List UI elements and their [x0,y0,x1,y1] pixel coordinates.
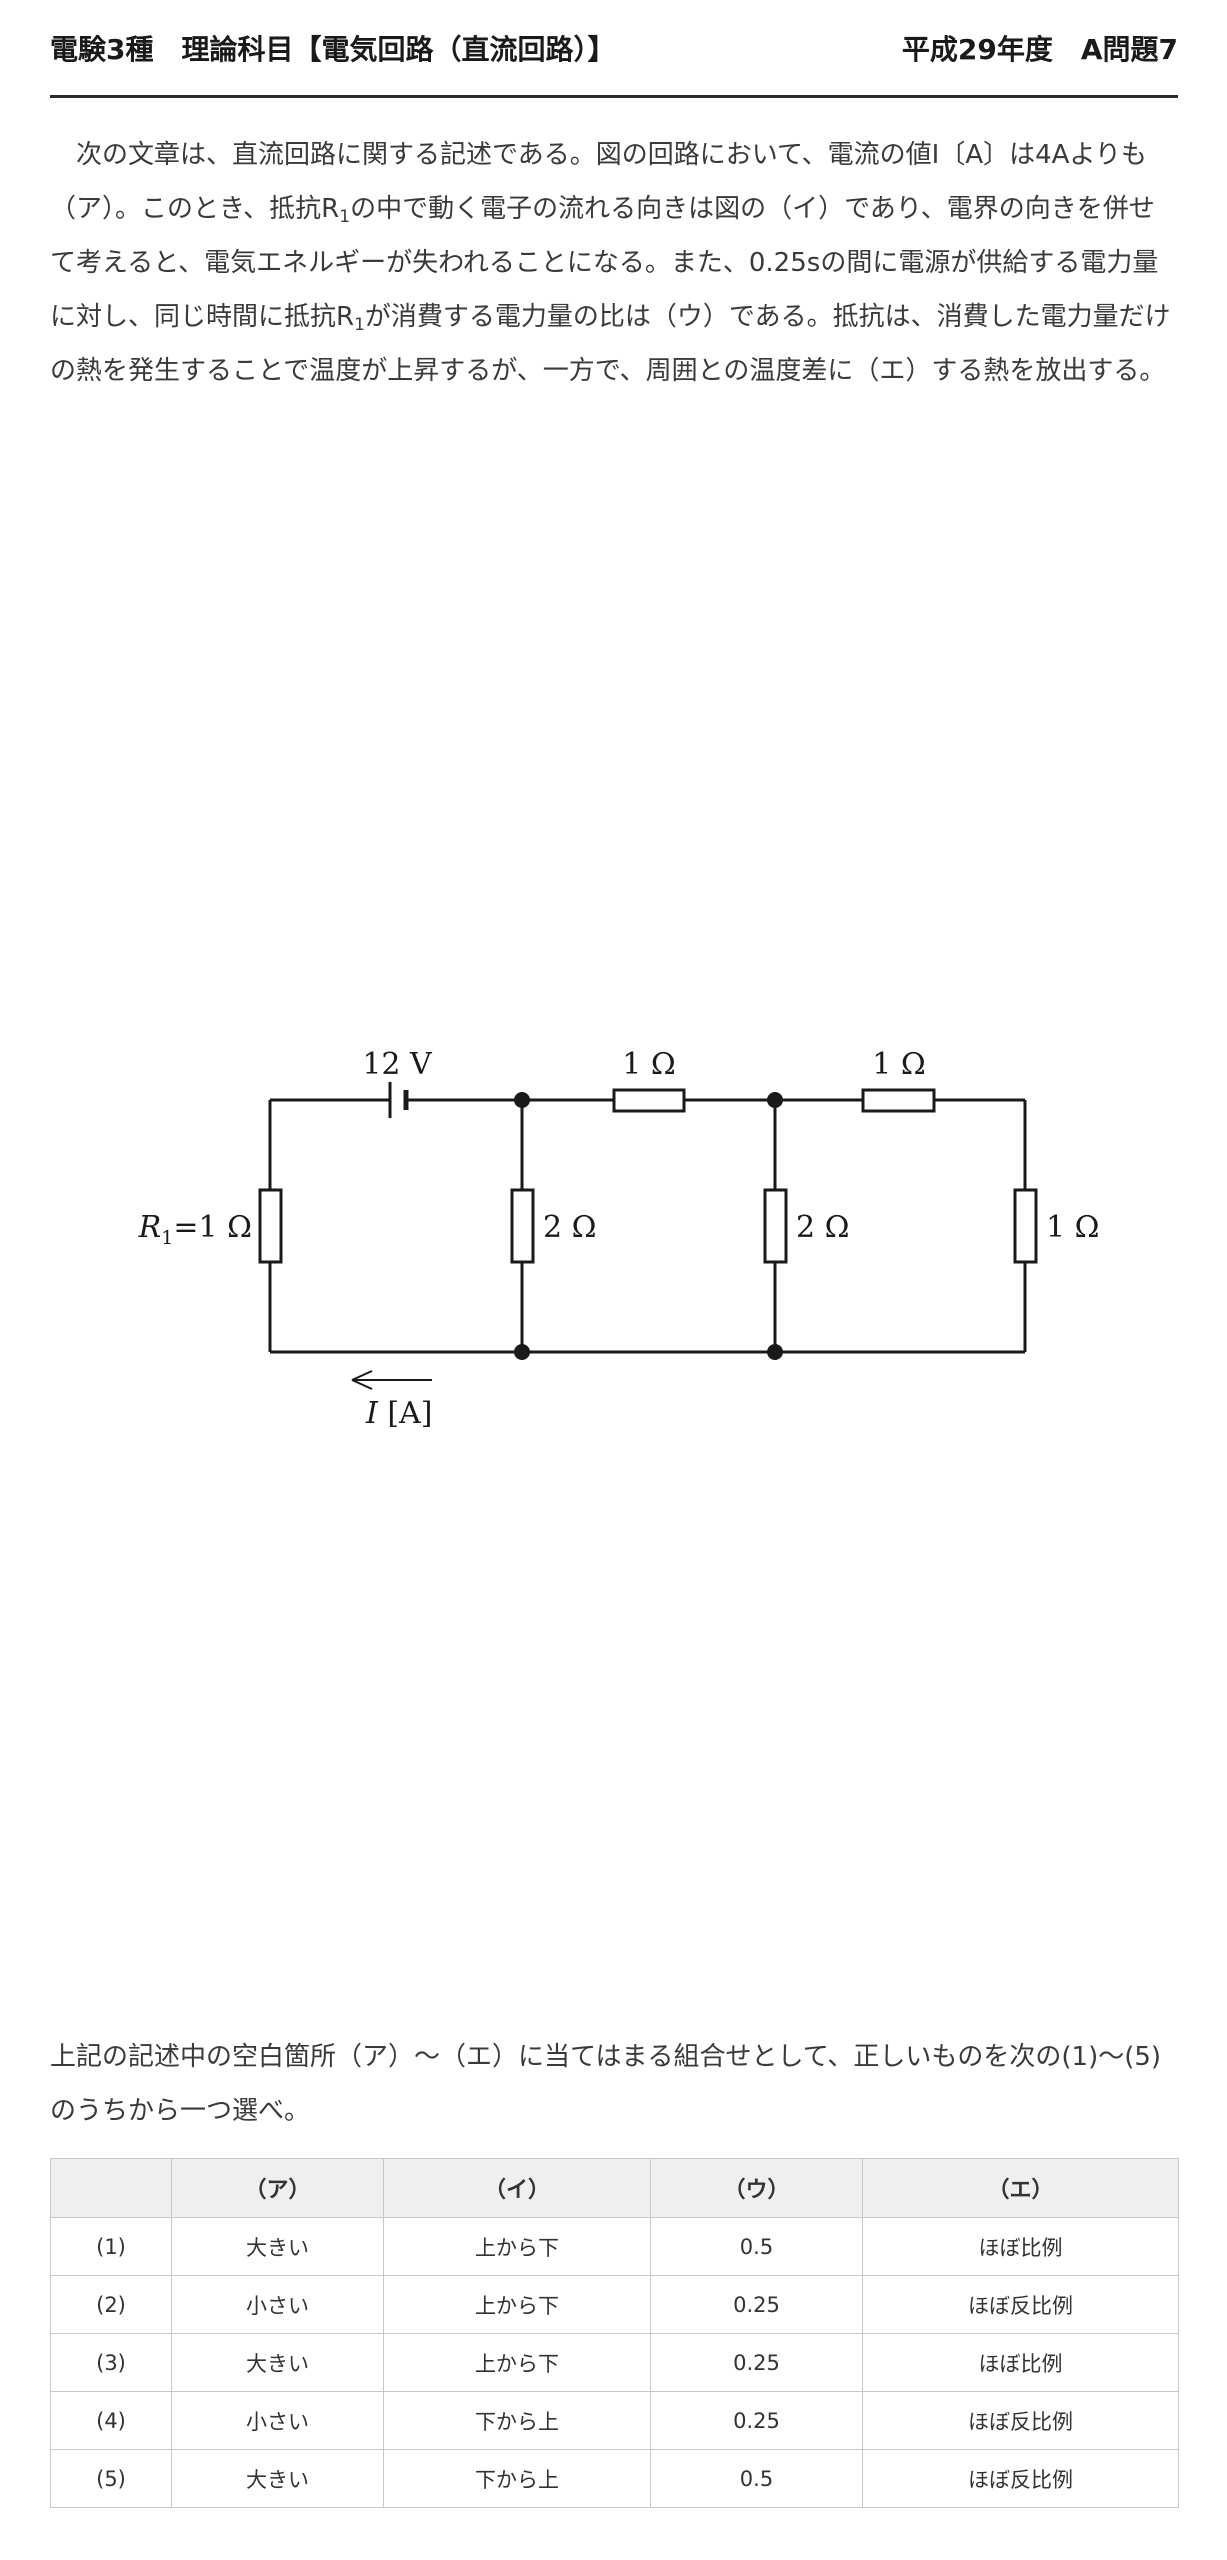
table-cell: 小さい [171,2391,384,2450]
resistor-mid-2 [763,1188,788,1264]
table-row: (5) 大きい 下から上 0.5 ほぼ反比例 [50,2449,1179,2508]
table-cell: 上から下 [383,2217,651,2276]
table-row: (2) 小さい 上から下 0.25 ほぼ反比例 [50,2275,1179,2334]
table-cell: 小さい [171,2275,384,2334]
table-cell: (5) [50,2449,172,2508]
junction-bottom-2 [767,1344,783,1360]
r1-symbol: R [138,1210,162,1245]
junction-bottom-1 [514,1344,530,1360]
passage-subscript-1: 1 [339,207,351,227]
resistor-top-1-label: 1 Ω [622,1047,676,1082]
table-cell: 下から上 [383,2449,651,2508]
table-cell: (2) [50,2275,172,2334]
table-cell: ほぼ比例 [862,2217,1179,2276]
table-cell: 大きい [171,2333,384,2392]
resistor-right [1013,1188,1038,1264]
passage-subscript-2: 1 [354,315,365,335]
current-symbol: I [365,1396,379,1431]
table-header-cell: （ア） [171,2158,384,2218]
resistor-top-2-label: 1 Ω [872,1047,926,1082]
junction-top-2 [767,1092,783,1108]
resistor-r1 [258,1188,283,1264]
table-cell: (4) [50,2391,172,2450]
page-title: 電験3種 理論科目【電気回路（直流回路）】 [50,32,616,66]
source-label: 12 V [362,1047,433,1082]
table-cell: 上から下 [383,2333,651,2392]
r1-value: =1 Ω [173,1210,252,1245]
table-cell: 0.25 [650,2391,863,2450]
passage-text-1: 次の文章は、直流回路に関する記述である。図の回路において、電流の値I〔A〕は4A… [50,140,1147,224]
r1-subscript: 1 [161,1227,173,1249]
table-cell: 0.25 [650,2333,863,2392]
table-cell: 0.5 [650,2449,863,2508]
page-header: 電験3種 理論科目【電気回路（直流回路）】 平成29年度 A問題7 [50,0,1178,98]
table-cell: 下から上 [383,2391,651,2450]
table-cell: ほぼ比例 [862,2333,1179,2392]
table-cell: 上から下 [383,2275,651,2334]
answer-table: （ア） （イ） （ウ） （エ） (1) 大きい 上から下 0.5 ほぼ比例 (2… [50,2158,1179,2508]
resistor-top-1 [612,1088,686,1113]
table-cell: ほぼ反比例 [862,2275,1179,2334]
passage-text-2: の中で動く電子の流れる向きは図の（イ）であり、電界の向きを併せて考えると、電気エ… [50,194,1159,332]
problem-passage: 次の文章は、直流回路に関する記述である。図の回路において、電流の値I〔A〕は4A… [50,128,1178,398]
resistor-r1-label: R1=1 Ω [138,1210,252,1249]
resistor-mid-1 [510,1188,535,1264]
table-cell: 0.5 [650,2217,863,2276]
table-cell: (1) [50,2217,172,2276]
table-header-cell: （ウ） [650,2158,863,2218]
current-label: I [A] [365,1396,432,1431]
table-row: (1) 大きい 上から下 0.5 ほぼ比例 [50,2217,1179,2276]
passage-text-3: が消費する電力量の比は（ウ）である。抵抗は、消費した電力量だけの熱を発生すること… [50,302,1171,386]
table-header-row: （ア） （イ） （ウ） （エ） [50,2158,1179,2218]
circuit-diagram: 12 V 1 Ω 1 Ω R1=1 Ω 2 Ω 2 Ω 1 Ω I [A] [138,1047,1100,1431]
table-cell: (3) [50,2333,172,2392]
current-arrow-head [351,1370,373,1390]
table-cell: 0.25 [650,2275,863,2334]
question-text: 上記の記述中の空白箇所（ア）〜（エ）に当てはまる組合せとして、正しいものを次の(… [50,2042,1162,2126]
table-row: (3) 大きい 上から下 0.25 ほぼ比例 [50,2333,1179,2392]
table-header-cell: （エ） [862,2158,1179,2218]
table-cell: 大きい [171,2217,384,2276]
table-row: (4) 小さい 下から上 0.25 ほぼ反比例 [50,2391,1179,2450]
table-cell: ほぼ反比例 [862,2449,1179,2508]
exam-label: 平成29年度 A問題7 [901,32,1178,66]
junction-top-1 [514,1092,530,1108]
table-header-cell: （イ） [383,2158,651,2218]
table-header-cell [50,2158,172,2218]
table-cell: ほぼ反比例 [862,2391,1179,2450]
table-cell: 大きい [171,2449,384,2508]
resistor-right-label: 1 Ω [1046,1210,1100,1245]
current-unit: [A] [378,1396,433,1431]
resistor-mid-2-label: 2 Ω [796,1210,850,1245]
resistor-top-2 [861,1088,936,1113]
resistor-mid-1-label: 2 Ω [543,1210,597,1245]
